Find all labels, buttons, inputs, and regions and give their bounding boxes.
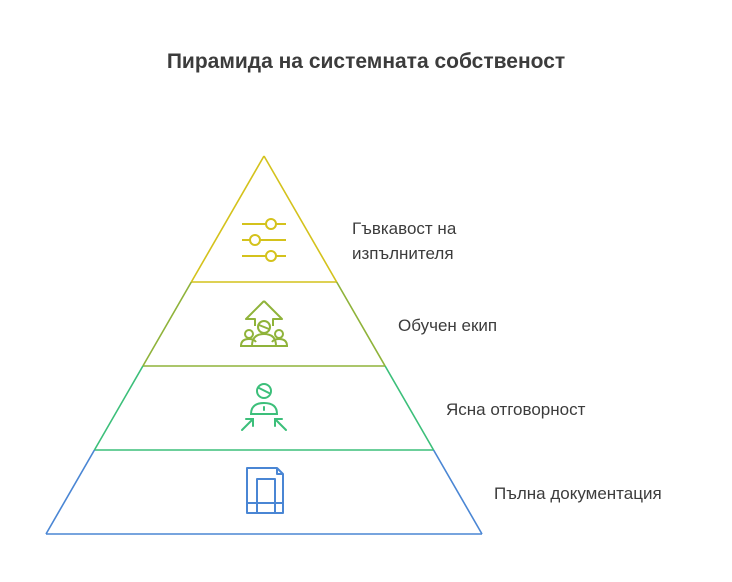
sliders-icon [242, 218, 286, 262]
tier-label-line: Гъвкавост на [352, 219, 457, 238]
tier-left-edge [190, 155, 265, 283]
diagram-title: Пирамида на системната собственост [166, 50, 566, 73]
tier-right-edge [335, 281, 386, 367]
pyramid-outline [45, 155, 483, 535]
documents-icon [246, 467, 284, 514]
tier-label-clear-responsibility: Ясна отговорност [446, 400, 586, 419]
team-growth-icon [240, 300, 288, 347]
tier-label-full-documentation: Пълна документация [494, 484, 662, 503]
tier-label-line: изпълнителя [352, 244, 454, 263]
tier-right-edge [263, 155, 338, 283]
tier-label-executor-flexibility: Гъвкавост на изпълнителя [352, 216, 456, 266]
tier-label-trained-team: Обучен екип [398, 316, 498, 335]
tier-left-edge [93, 365, 144, 451]
tier-left-edge [142, 281, 193, 367]
tier-right-edge [432, 449, 483, 535]
person-accountability-icon [241, 383, 287, 431]
tier-left-edge [45, 449, 96, 535]
tier-right-edge [384, 365, 435, 451]
